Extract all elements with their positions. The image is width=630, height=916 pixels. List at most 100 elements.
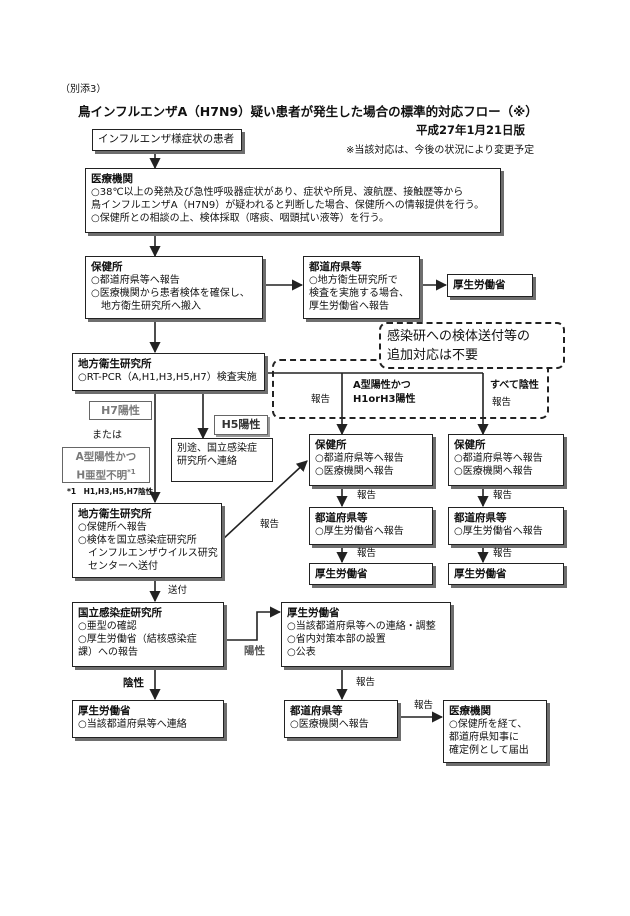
mhlw5-title: 厚生労働省 — [78, 705, 131, 717]
label-send: 送付 — [168, 585, 188, 596]
label-report-branch-left: 報告 — [311, 394, 331, 405]
lab1-title: 地方衛生研究所 — [78, 358, 152, 370]
lab2-line-3: インフルエンザウイルス研究 — [88, 548, 218, 559]
branch-all-negative: すべて陰性 — [490, 380, 539, 391]
pref4-line-1: ○医療機関へ報告 — [290, 719, 369, 730]
label-report-pref2: 報告 — [357, 548, 377, 559]
hc1-title: 保健所 — [91, 261, 123, 273]
label-report-branch-right: 報告 — [492, 397, 512, 408]
branch-a-positive-2: H1orH3陽性 — [353, 394, 416, 405]
pref2-title: 都道府県等 — [315, 512, 368, 524]
pref1-line-2: 検査を実施する場合、 — [309, 288, 409, 299]
mhlw4-line-3: ○公表 — [287, 647, 316, 658]
medical-line-1: ○38℃以上の発熱及び急性呼吸器症状があり、症状や所見、渡航歴、接触歴等から — [91, 187, 464, 198]
lab2-line-1: ○保健所へ報告 — [78, 522, 147, 533]
hc3-line-2: ○医療機関へ報告 — [454, 466, 533, 477]
or-label: または — [92, 430, 122, 441]
mhlw4-title: 厚生労働省 — [287, 607, 340, 619]
label-report-lab2: 報告 — [260, 519, 280, 530]
box-local-lab-2: 地方衛生研究所 ○保健所へ報告 ○検体を国立感染症研究所 インフルエンザウイルス… — [72, 503, 222, 578]
box-mhlw-4: 厚生労働省 ○当該都道府県等への連絡・調整 ○省内対策本部の設置 ○公表 — [281, 602, 451, 667]
medical-title: 医療機関 — [91, 173, 133, 185]
pref2-line-1: ○厚生労働省へ報告 — [315, 526, 404, 537]
medical-line-2: 鳥インフルエンザA（H7N9）が疑われると判断した場合、保健所への情報提供を行う… — [91, 200, 485, 211]
label-report-pref4: 報告 — [414, 700, 434, 711]
hc1-line-3: 地方衛生研究所へ搬入 — [101, 301, 201, 312]
mhlw4-line-2: ○省内対策本部の設置 — [287, 634, 386, 645]
lab2-line-2: ○検体を国立感染症研究所 — [78, 535, 197, 546]
box-separate-contact: 別途、国立感染症 研究所へ連絡 — [171, 438, 273, 482]
label-report-pref3: 報告 — [493, 548, 513, 559]
box-health-center-1: 保健所 ○都道府県等へ報告 ○医療機関から患者検体を確保し、 地方衛生研究所へ搬… — [85, 256, 263, 319]
box-prefecture-1: 都道府県等 ○地方衛生研究所で 検査を実施する場合、 厚生労働省へ報告 — [303, 256, 420, 319]
niid-title: 国立感染症研究所 — [78, 607, 162, 619]
hc3-line-1: ○都道府県等へ報告 — [454, 453, 543, 464]
lab2-title: 地方衛生研究所 — [78, 508, 152, 520]
box-mhlw-1: 厚生労働省 — [447, 274, 533, 297]
callout-line-2: 追加対応は不要 — [387, 348, 479, 363]
medical2-line-2: 都道府県知事に — [449, 732, 519, 743]
box-local-lab-1: 地方衛生研究所 ○RT-PCR（A,H1,H3,H5,H7）検査実施 — [72, 353, 265, 391]
a-h-unknown-line-2: H亜型不明 — [76, 469, 128, 482]
separate-line-1: 別途、国立感染症 — [177, 443, 257, 454]
medical2-line-3: 確定例として届出 — [449, 745, 529, 756]
box-patient: インフルエンザ様症状の患者 — [92, 129, 242, 151]
label-positive: 陽性 — [244, 645, 265, 657]
box-health-center-3: 保健所 ○都道府県等へ報告 ○医療機関へ報告 — [448, 434, 564, 486]
niid-line-1: ○亜型の確認 — [78, 621, 137, 632]
a-positive-h-unknown-box: A型陽性かつ H亜型不明*1 — [62, 447, 150, 483]
box-niid: 国立感染症研究所 ○亜型の確認 ○厚生労働省（結核感染症 課）への報告 — [72, 602, 224, 667]
pref1-line-3: 厚生労働省へ報告 — [309, 301, 389, 312]
pref4-title: 都道府県等 — [290, 705, 343, 717]
dashed-no-extra-callout: 感染研への検体送付等の 追加対応は不要 — [379, 322, 565, 369]
callout-line-1: 感染研への検体送付等の — [387, 329, 531, 344]
mhlw5-line-1: ○当該都道府県等へ連絡 — [78, 719, 187, 730]
medical2-title: 医療機関 — [449, 705, 491, 717]
page-title: 鳥インフルエンザA（H7N9）疑い患者が発生した場合の標準的対応フロー（※） — [78, 104, 538, 119]
label-report-mhlw4: 報告 — [356, 677, 376, 688]
patient-title: インフルエンザ様症状の患者 — [98, 133, 235, 145]
hc1-line-2: ○医療機関から患者検体を確保し、 — [91, 288, 250, 299]
lab2-line-4: センターへ送付 — [88, 561, 158, 572]
lab1-line-1: ○RT-PCR（A,H1,H3,H5,H7）検査実施 — [78, 372, 257, 383]
arrow-niid-mhlw4 — [224, 606, 282, 641]
box-health-center-2: 保健所 ○都道府県等へ報告 ○医療機関へ報告 — [309, 434, 433, 486]
label-report-hc2: 報告 — [357, 490, 377, 501]
mhlw4-line-1: ○当該都道府県等への連絡・調整 — [287, 621, 436, 632]
a-h-unknown-sup: *1 — [127, 468, 136, 476]
box-prefecture-3: 都道府県等 ○厚生労働省へ報告 — [448, 507, 564, 545]
pref3-title: 都道府県等 — [454, 512, 507, 524]
hc3-title: 保健所 — [454, 439, 486, 451]
mhlw1-title: 厚生労働省 — [453, 279, 506, 291]
arrow-lab2-hc2 — [221, 460, 308, 541]
footnote: *1 H1,H3,H5,H7陰性 — [67, 487, 154, 496]
niid-line-3: 課）への報告 — [78, 647, 138, 658]
separate-line-2: 研究所へ連絡 — [177, 456, 237, 467]
h7-positive-label: H7陽性 — [89, 401, 152, 420]
box-medical-institution: 医療機関 ○38℃以上の発熱及び急性呼吸器症状があり、症状や所見、渡航歴、接触歴… — [85, 168, 501, 233]
a-h-unknown-line-2-wrap: H亜型不明*1 — [63, 465, 149, 484]
niid-line-2: ○厚生労働省（結核感染症 — [78, 634, 197, 645]
h5-positive-label: H5陽性 — [214, 415, 268, 435]
medical2-line-1: ○保健所を経て、 — [449, 719, 528, 730]
label-report-hc3: 報告 — [493, 490, 513, 501]
hc2-title: 保健所 — [315, 439, 347, 451]
medical-line-3: ○保健所との相談の上、検体採取（喀痰、咽頭拭い液等）を行う。 — [91, 213, 390, 224]
label-negative: 陰性 — [123, 677, 144, 689]
hc1-line-1: ○都道府県等へ報告 — [91, 275, 180, 286]
box-mhlw-5: 厚生労働省 ○当該都道府県等へ連絡 — [72, 700, 224, 738]
hc2-line-2: ○医療機関へ報告 — [315, 466, 394, 477]
mhlw3-title: 厚生労働省 — [454, 568, 507, 580]
box-mhlw-3: 厚生労働省 — [448, 563, 564, 585]
version-date: 平成27年1月21日版 — [416, 123, 526, 137]
box-mhlw-2: 厚生労働省 — [309, 563, 433, 585]
a-h-unknown-line-1: A型陽性かつ — [75, 451, 137, 463]
pref1-line-1: ○地方衛生研究所で — [309, 275, 398, 286]
revision-note: ※当該対応は、今後の状況により変更予定 — [346, 145, 535, 156]
branch-a-positive-1: A型陽性かつ — [353, 380, 411, 391]
box-prefecture-4: 都道府県等 ○医療機関へ報告 — [284, 700, 398, 738]
pref1-title: 都道府県等 — [309, 261, 362, 273]
pref3-line-1: ○厚生労働省へ報告 — [454, 526, 543, 537]
attachment-label: （別添3） — [60, 84, 107, 95]
